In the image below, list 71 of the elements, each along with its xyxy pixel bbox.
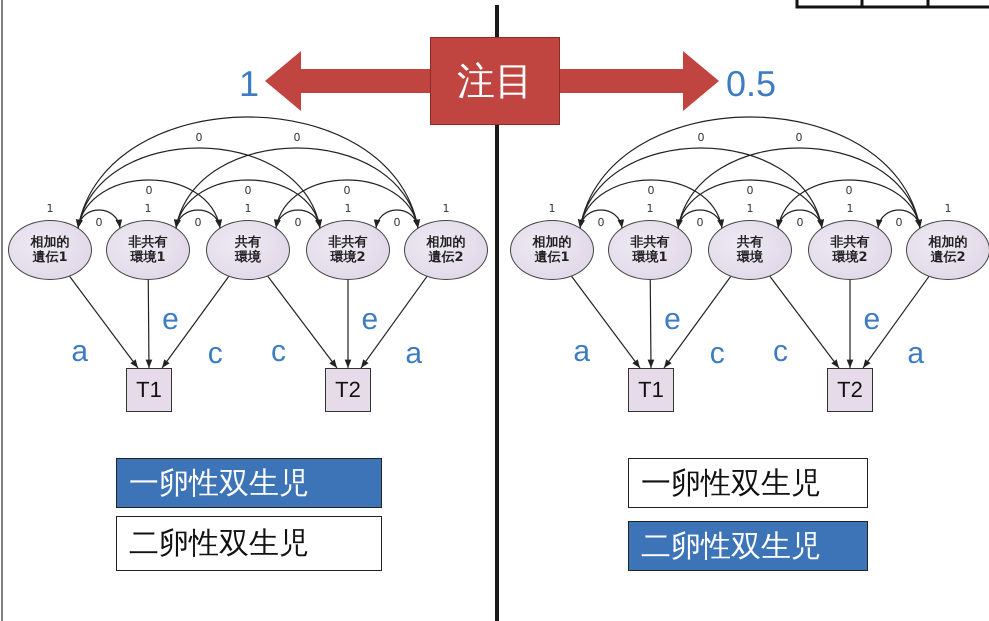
edge-label: 0 (94, 216, 104, 228)
edge-label: 0 (746, 184, 754, 196)
arrow (571, 276, 640, 368)
observed-variable-box: T2 (325, 368, 371, 412)
variance-label: 1 (746, 202, 754, 214)
edge-label: 0 (696, 216, 704, 228)
edge-label: 0 (294, 216, 302, 228)
variance-label: 1 (244, 202, 252, 214)
edge-label: 0 (794, 132, 804, 142)
coefficient-label: 0.5 (723, 64, 779, 104)
latent-variable-ellipse: 非共有環境2 (306, 220, 390, 280)
latent-variable-ellipse: 相加的遺伝2 (404, 220, 488, 280)
variance-label: 1 (344, 202, 352, 214)
twin-type-box: 二卵性双生児 (628, 521, 868, 571)
edge-label: 0 (596, 216, 606, 228)
edge-label: 0 (342, 184, 352, 196)
arrow (846, 280, 854, 368)
block-arrow (560, 51, 719, 111)
curved-arrow (677, 148, 921, 228)
arrow (360, 276, 428, 368)
twin-type-box: 一卵性双生児 (628, 458, 868, 508)
arrow (162, 276, 230, 368)
observed-variable-box: T2 (827, 368, 873, 412)
edge-label: 0 (844, 184, 854, 196)
twin-type-box: 二卵性双生児 (116, 516, 382, 571)
curved-arrow (579, 116, 921, 228)
latent-variable-ellipse: 共有環境 (708, 220, 792, 280)
latent-variable-ellipse: 非共有環境1 (608, 220, 692, 280)
latent-variable-ellipse: 相加的遺伝1 (8, 220, 92, 280)
arrow (862, 276, 930, 368)
arrow (267, 276, 338, 368)
observed-variable-box: T1 (628, 368, 674, 412)
curved-arrow (374, 209, 420, 228)
edge-label: 0 (194, 132, 204, 142)
curved-arrow (578, 209, 624, 228)
latent-variable-ellipse: 非共有環境2 (808, 220, 892, 280)
edge-label: 0 (894, 216, 904, 228)
edge-label: 0 (292, 132, 302, 142)
curved-arrow (76, 209, 122, 228)
variance-label: 1 (846, 202, 854, 214)
edge-label: 0 (646, 184, 656, 196)
variance-label: 1 (46, 202, 54, 214)
coefficient-label: 1 (237, 64, 261, 104)
latent-variable-ellipse: 相加的遺伝2 (906, 220, 989, 280)
variance-label: 1 (144, 202, 152, 214)
latent-variable-ellipse: 非共有環境1 (106, 220, 190, 280)
arrow (648, 280, 654, 368)
edge-label: 0 (144, 184, 154, 196)
variance-label: 1 (548, 202, 556, 214)
twin-type-box: 一卵性双生児 (116, 458, 382, 508)
edge-label: 0 (696, 132, 706, 142)
variance-label: 1 (646, 202, 654, 214)
edge-label: 0 (392, 216, 402, 228)
curved-arrow (876, 209, 922, 228)
focus-box: 注目 (430, 37, 560, 125)
arrow (344, 280, 352, 368)
edge-label: 0 (796, 216, 804, 228)
arrow (146, 280, 152, 368)
variance-label: 1 (442, 202, 450, 214)
edge-label: 0 (244, 184, 252, 196)
edge-label: 0 (194, 216, 202, 228)
observed-variable-box: T1 (126, 368, 172, 412)
curved-arrow (77, 116, 419, 228)
arrow (664, 276, 732, 368)
variance-label: 1 (944, 202, 952, 214)
curved-arrow (175, 148, 419, 228)
latent-variable-ellipse: 共有環境 (206, 220, 290, 280)
arrow (69, 276, 138, 368)
block-arrow (265, 51, 430, 111)
latent-variable-ellipse: 相加的遺伝1 (510, 220, 594, 280)
arrow (769, 276, 840, 368)
